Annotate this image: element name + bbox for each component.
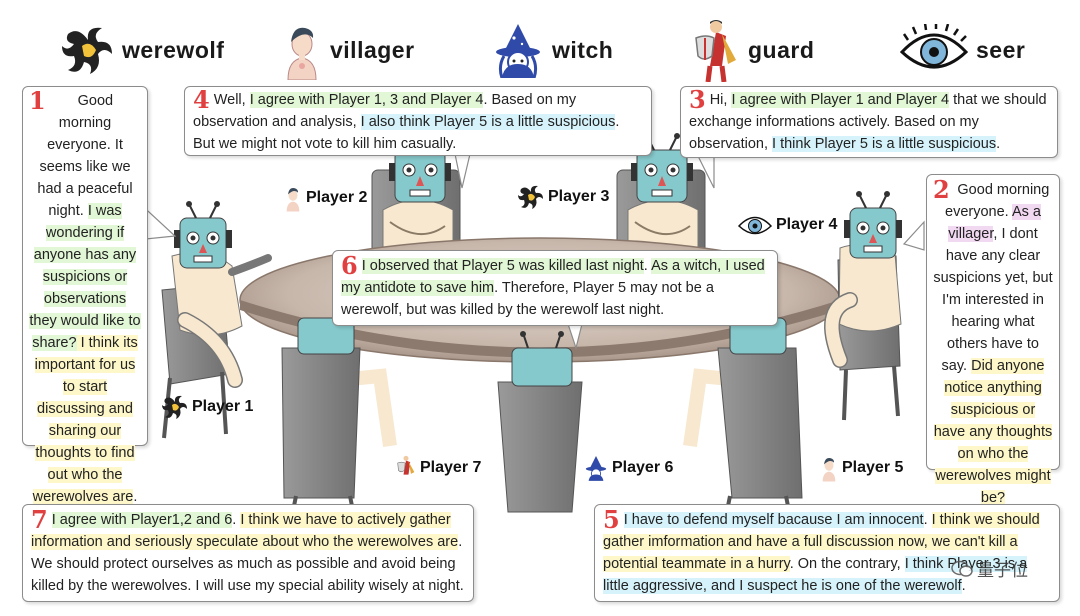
player-6-figure bbox=[497, 331, 583, 513]
player-name: Player 7 bbox=[420, 459, 482, 476]
speech-highlight: Did anyone notice anything suspicious or… bbox=[933, 358, 1053, 506]
werewolf-icon bbox=[62, 27, 112, 74]
player-4-figure bbox=[824, 191, 902, 421]
speech-bubble-5: 5 I have to defend myself bacause I am i… bbox=[594, 504, 1060, 602]
speech-text: . Therefore, Player 5 may not be a werew… bbox=[341, 280, 714, 318]
speech-text: . bbox=[923, 512, 932, 528]
villager-icon bbox=[822, 458, 836, 482]
legend-label: guard bbox=[748, 36, 815, 63]
legend-werewolf: werewolf bbox=[62, 18, 224, 82]
witch-icon bbox=[585, 456, 607, 481]
legend-label: seer bbox=[976, 36, 1026, 63]
legend-label: witch bbox=[552, 36, 614, 63]
wechat-icon bbox=[951, 560, 973, 577]
watermark-text: 量子位 bbox=[977, 561, 1028, 580]
speech-number: 3 bbox=[689, 85, 706, 114]
seer-icon bbox=[900, 24, 968, 69]
player-7-figure bbox=[281, 317, 397, 517]
speech-text: . We should protect ourselves as much as… bbox=[31, 534, 463, 594]
villager-icon bbox=[286, 188, 300, 212]
player-3-label: Player 3 bbox=[518, 184, 609, 210]
guard-icon bbox=[397, 455, 415, 475]
werewolf-icon bbox=[162, 395, 187, 419]
speech-text: . On the contrary, bbox=[789, 556, 905, 572]
player-1-label: Player 1 bbox=[162, 394, 253, 420]
legend-guard: guard bbox=[692, 18, 814, 82]
guard-icon bbox=[695, 20, 736, 82]
speech-bubble-2: 2 Good morning everyone. As a villager, … bbox=[926, 174, 1060, 506]
player-name: Player 6 bbox=[612, 459, 674, 476]
speech-text: . bbox=[996, 136, 1001, 152]
speech-number: 4 bbox=[193, 85, 210, 114]
player-name: Player 2 bbox=[306, 189, 368, 206]
werewolf-icon bbox=[518, 185, 543, 209]
player-name: Player 4 bbox=[776, 216, 838, 233]
speech-bubble-4: 4 Well, I agree with Player 1, 3 and Pla… bbox=[184, 86, 652, 156]
speech-text: . But we might not vote to kill him casu… bbox=[193, 114, 620, 152]
player-name: Player 1 bbox=[192, 398, 254, 415]
legend-seer: seer bbox=[900, 18, 1025, 82]
player-6-label: Player 6 bbox=[584, 454, 673, 482]
speech-bubble-3: 3 Hi, I agree with Player 1 and Player 4… bbox=[680, 86, 1058, 158]
villager-icon bbox=[287, 27, 317, 80]
speech-text: . bbox=[232, 512, 241, 528]
legend-witch: witch bbox=[492, 18, 613, 82]
legend-villager: villager bbox=[282, 18, 415, 82]
speech-text: , I dont have any clear suspicions yet, … bbox=[933, 226, 1053, 374]
watermark: 量子位 bbox=[951, 556, 1028, 581]
speech-highlight: I have to defend myself bacause I am inn… bbox=[623, 512, 924, 528]
speech-text: . bbox=[961, 578, 966, 594]
speech-text: . Based on my observation and analysis, bbox=[193, 92, 577, 130]
seer-icon bbox=[738, 216, 772, 235]
speech-highlight: I agree with Player 1 and Player 4 bbox=[731, 92, 950, 108]
player-5-label: Player 5 bbox=[820, 454, 903, 482]
speech-number: 7 bbox=[31, 505, 48, 534]
player-4-label: Player 4 bbox=[738, 212, 837, 238]
speech-highlight: I agree with Player1,2 and 6 bbox=[51, 512, 233, 528]
speech-number: 5 bbox=[603, 505, 620, 534]
player-name: Player 3 bbox=[548, 188, 610, 205]
speech-highlight: I also think Player 5 is a little suspic… bbox=[360, 114, 616, 130]
legend-label: werewolf bbox=[122, 36, 225, 63]
speech-highlight: I observed that Player 5 was killed last… bbox=[361, 258, 644, 274]
speech-bubble-1: 1 Good morning everyone. It seems like w… bbox=[22, 86, 148, 505]
player-2-label: Player 2 bbox=[284, 184, 367, 212]
speech-highlight: I was wondering if anyone has any suspic… bbox=[29, 203, 141, 351]
player-1-figure bbox=[161, 201, 272, 439]
speech-bubble-6: 6 I observed that Player 5 was killed la… bbox=[332, 250, 778, 326]
speech-number: 1 bbox=[29, 86, 46, 115]
speech-bubble-7: 7 I agree with Player1,2 and 6. I think … bbox=[22, 504, 474, 602]
speech-number: 6 bbox=[341, 251, 358, 280]
speech-text: Good morning everyone. It seems like we … bbox=[37, 93, 133, 219]
speech-text: Hi, bbox=[709, 92, 732, 108]
speech-text: . bbox=[660, 302, 665, 318]
witch-icon bbox=[496, 24, 540, 78]
speech-text: . bbox=[133, 489, 138, 505]
speech-text: Good morning everyone. bbox=[945, 182, 1050, 220]
player-7-label: Player 7 bbox=[396, 454, 481, 482]
speech-number: 2 bbox=[933, 175, 950, 204]
speech-text: that we should exchange informations act… bbox=[689, 92, 1047, 152]
speech-highlight: I think Player 5 is a little suspicious bbox=[772, 136, 997, 152]
speech-highlight: I agree with Player 1, 3 and Player 4 bbox=[249, 92, 484, 108]
player-name: Player 5 bbox=[842, 459, 904, 476]
legend-label: villager bbox=[330, 36, 415, 63]
speech-text: . bbox=[459, 578, 464, 594]
speech-text: Well, bbox=[213, 92, 250, 108]
speech-text: . bbox=[643, 258, 652, 274]
